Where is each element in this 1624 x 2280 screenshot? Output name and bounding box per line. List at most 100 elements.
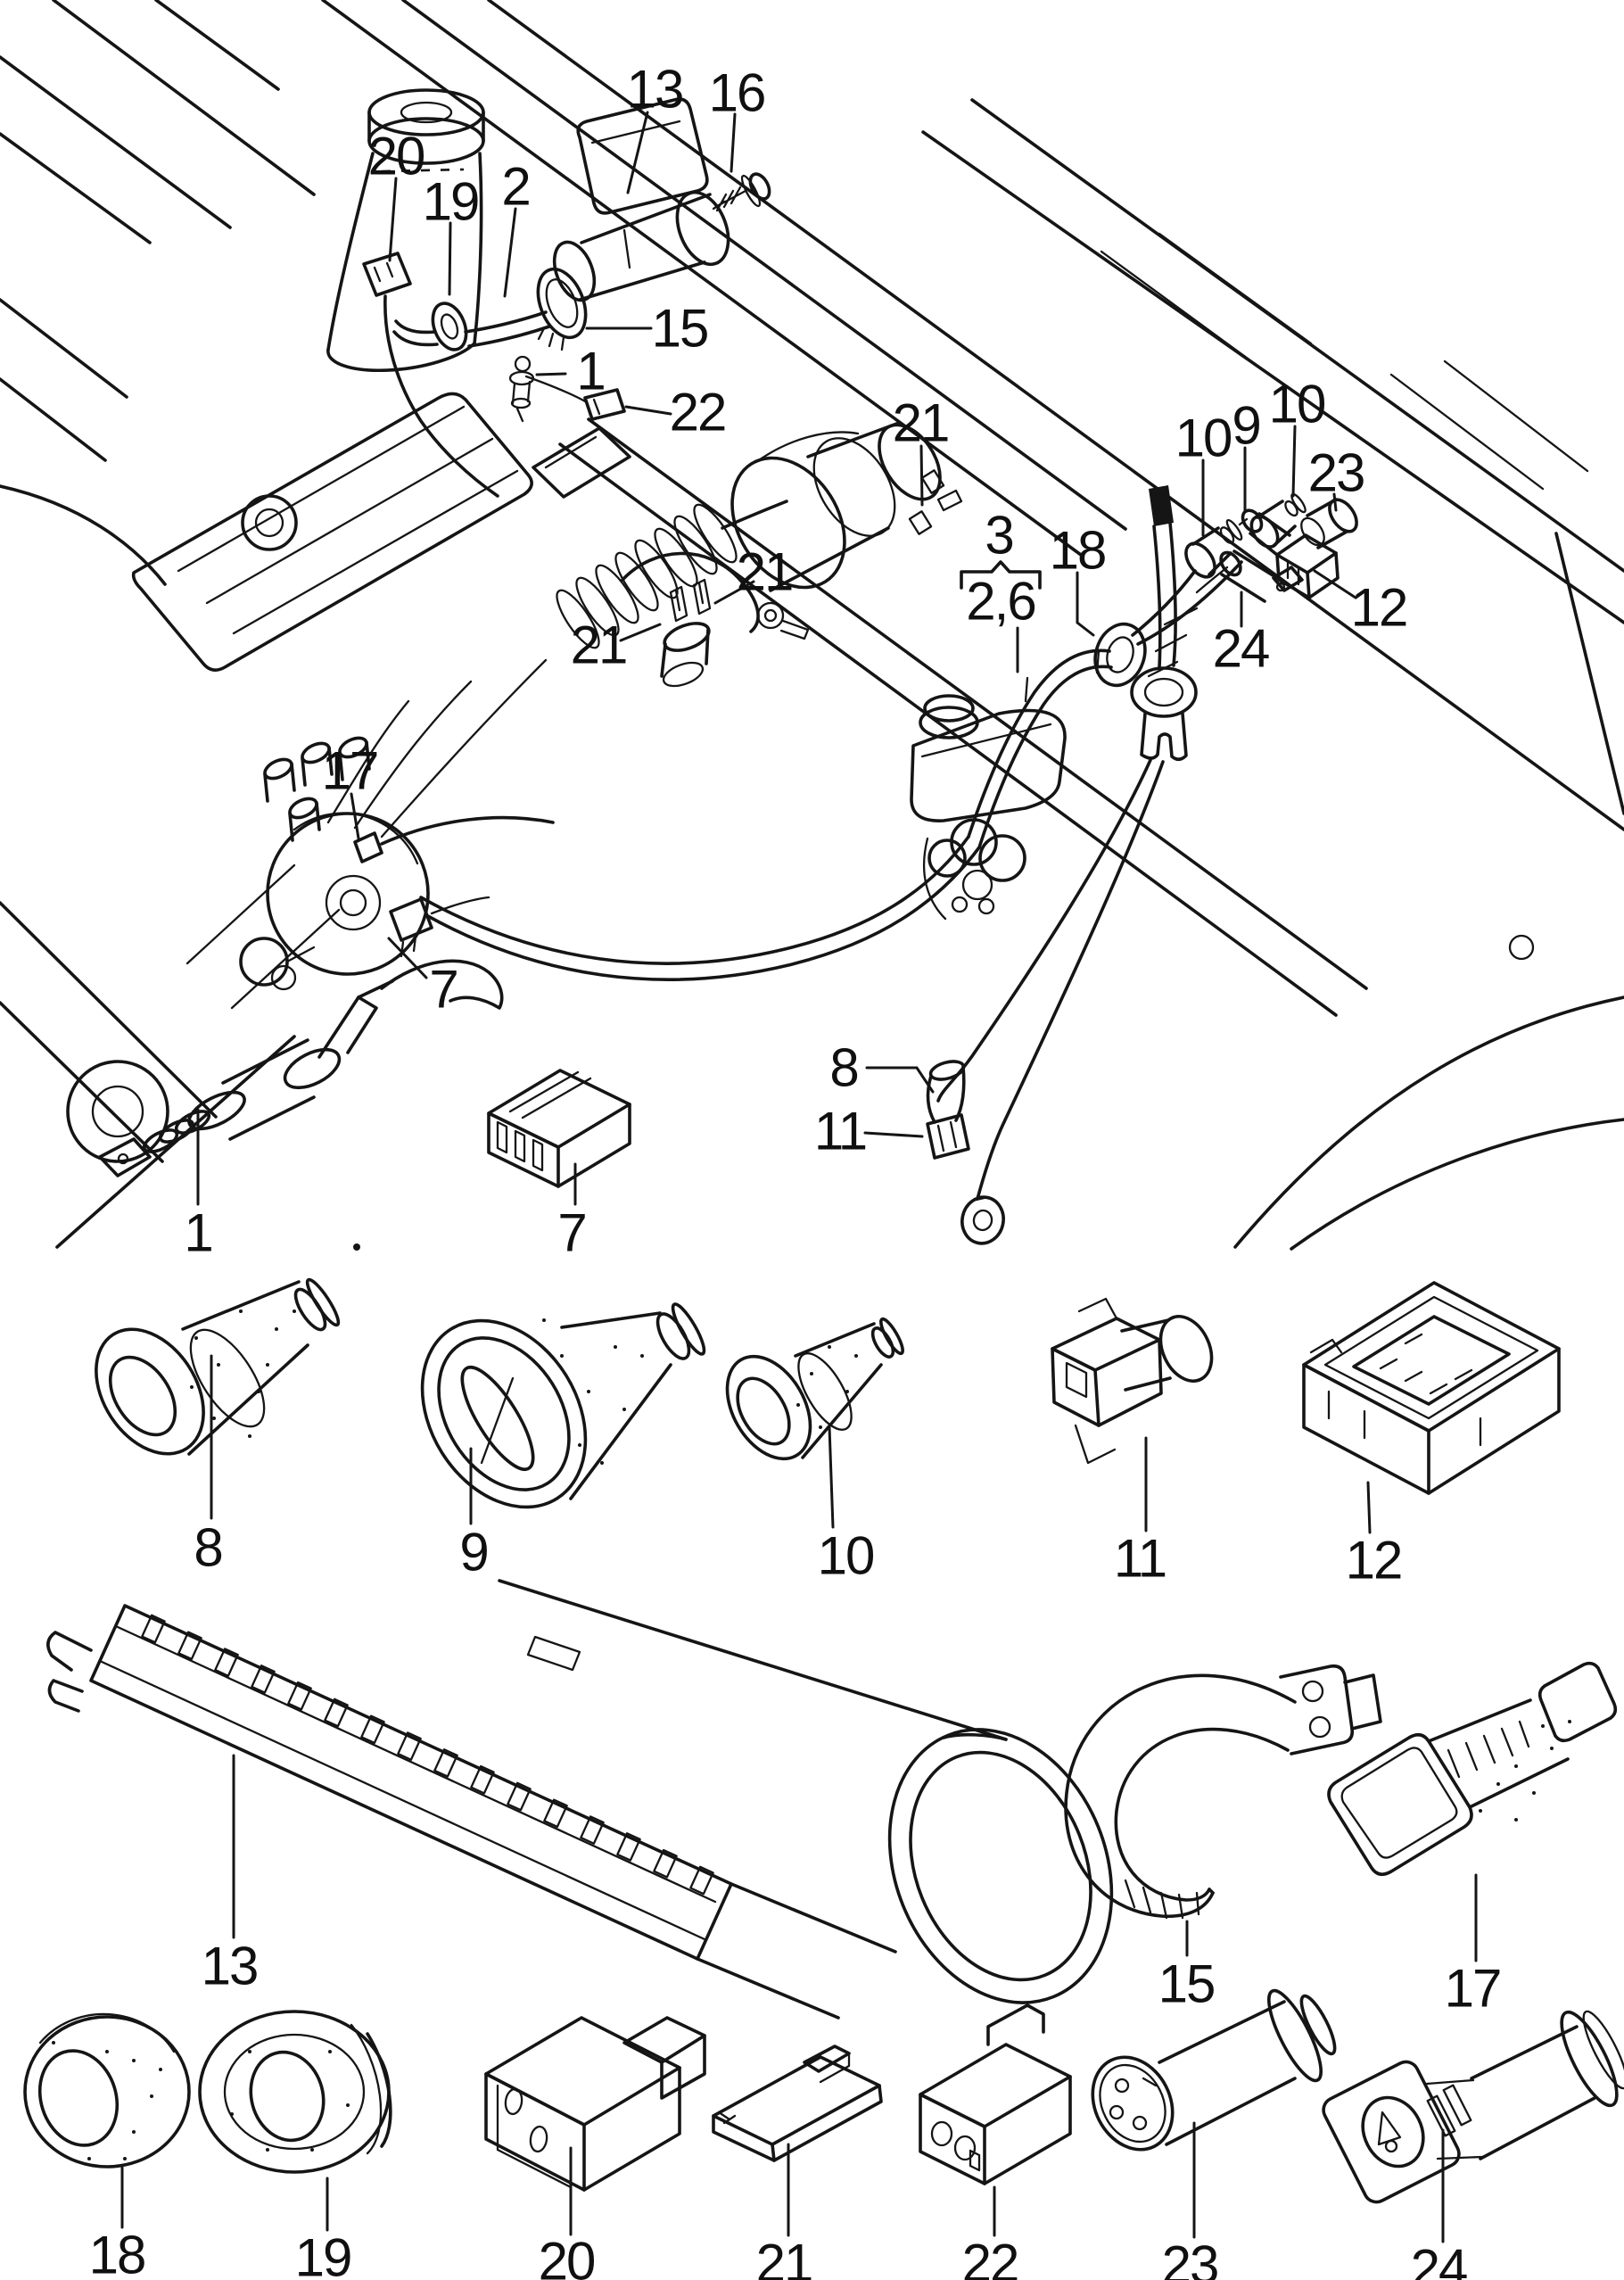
fender-lines: [1233, 934, 1624, 1251]
part-22-two-pole-housing-label: 22: [962, 2234, 1018, 2280]
part-7-connector-housing: [487, 1069, 631, 1188]
part-24-bulb-socket-sleeve: [1322, 2010, 1624, 2204]
part-1-temperature-sensor: [98, 959, 504, 1177]
scene-callout-21-leader: [713, 580, 755, 605]
part-7-flat-connector-housing-label: 7: [557, 1203, 585, 1263]
part-11-round-connector-housing-label: 11: [1114, 1529, 1166, 1589]
scene-callout-10-label: 10: [1175, 409, 1232, 468]
part-19-ribbed-grommet-label: 19: [295, 2228, 351, 2280]
connector-22-scene: [524, 375, 626, 421]
part-21-clip: [712, 2045, 883, 2162]
scene-callout-9-label: 9: [1232, 396, 1259, 456]
part-17-boot: [1327, 1661, 1618, 1876]
ink-speck: [353, 1243, 360, 1251]
sensor-1-scene: [508, 355, 535, 423]
group-bracket: [960, 560, 1042, 590]
scene-callout-16-label: 16: [709, 63, 765, 123]
scene-callout-23-leader: [1332, 492, 1338, 512]
scene-callout-12-label: 12: [1351, 578, 1407, 638]
part-9-oval-rubber-grommet-label: 9: [459, 1523, 487, 1582]
scene-callout-21-leader: [919, 444, 924, 507]
part-10-grommet: [725, 1317, 904, 1461]
part-22-housing: [919, 2003, 1072, 2185]
scene-callout-19-label: 19: [423, 172, 479, 232]
scene-callout-21-label: 21: [893, 393, 949, 453]
scene-callout-12-leader: [1313, 569, 1357, 599]
brake-fluid-reservoir: [910, 694, 1067, 921]
scene-callout-3-label: 3: [985, 506, 1012, 566]
part-12-multi-pin-connector-housing-leader: [1366, 1481, 1372, 1534]
part-15-strap-clamp: [1064, 1664, 1382, 1920]
part-8-conical-rubber-grommet-label: 8: [194, 1518, 221, 1578]
part-10-small-conical-grommet-label: 10: [818, 1526, 874, 1586]
air-intake-hose: [532, 426, 788, 649]
scene-callout-21-leader: [619, 623, 662, 642]
speedometer-sender-assembly: [362, 97, 730, 498]
scene-callout-13-label: 13: [627, 60, 683, 120]
scene-callout-8-label: 8: [829, 1038, 857, 1098]
scene-callout-2-leader: [503, 207, 517, 298]
scene-callout-11-leader: [863, 1131, 924, 1138]
spark-plug-wires: [326, 658, 548, 838]
scene-callout-2-label: 2: [501, 157, 529, 217]
part-20-relay-connector-block-label: 20: [539, 2232, 595, 2280]
engine-bay-scene: [0, 0, 1624, 1251]
scene-callout-17-leader: [350, 792, 360, 840]
scene-callout-16-leader: [730, 112, 737, 173]
part-24-bulb-socket-sleeve-label: 24: [1411, 2239, 1467, 2280]
screw-16-scene: [712, 172, 771, 212]
parts-gallery: [23, 959, 1624, 2204]
scene-callout-1-label: 1: [576, 342, 604, 401]
scene-callout-15-label: 15: [652, 299, 708, 359]
part-12-connector: [1302, 1281, 1561, 1495]
scene-callout-2-6-label: 2,6: [966, 572, 1035, 632]
scene-callout-10-label: 10: [1269, 375, 1325, 434]
scene-callout-1-leader: [535, 372, 567, 376]
part-8-grommet: [95, 1277, 341, 1456]
scene-callout-7-label: 7: [429, 960, 457, 1020]
scene-callout-21-label: 21: [737, 542, 793, 602]
part-12-multi-pin-connector-housing-label: 12: [1346, 1531, 1402, 1590]
scene-callout-18-label: 18: [1050, 521, 1106, 581]
part-18-grommet: [23, 2012, 191, 2168]
part-15-retaining-strap-label: 15: [1158, 1954, 1215, 2014]
scene-callout-23-label: 23: [1308, 443, 1364, 503]
part-20-relay-connector: [484, 2016, 706, 2192]
scene-callout-8-leader: [865, 1066, 935, 1094]
scene-callout-21-label: 21: [571, 615, 627, 675]
part-13-control-unit-connector-housing-label: 13: [202, 1937, 258, 1996]
scene-callout-18-leader: [1076, 571, 1095, 637]
part-18-round-grommet-label: 18: [89, 2226, 145, 2280]
wiring-harness: [419, 485, 1358, 1245]
part-23-connector-sleeve: [1091, 1988, 1337, 2152]
expansion-tank: [326, 88, 485, 373]
part-21-clip-connector-label: 21: [756, 2234, 812, 2280]
part-17-rectangular-boot-label: 17: [1445, 1959, 1501, 2019]
scene-callout-13-leader: [626, 111, 649, 194]
body-panel-lines: [0, 0, 1624, 1017]
part-11-connector: [1051, 1297, 1214, 1465]
ignition-distributor: [239, 736, 555, 991]
scene-callout-22-label: 22: [670, 383, 726, 442]
scene-callout-20-leader: [388, 177, 398, 262]
part-10-small-conical-grommet-leader: [828, 1425, 835, 1529]
part-19-grommet: [198, 2010, 392, 2174]
ignition-coil: [730, 421, 963, 592]
scene-callout-10-leader: [1291, 425, 1297, 498]
part-13-ecu-connector: [46, 1579, 1114, 2020]
scene-callout-7-leader: [387, 937, 428, 979]
engine-block-lines: [0, 863, 341, 1249]
scene-callout-19-leader: [448, 221, 452, 296]
pin-slots: [141, 1614, 714, 1896]
scene-callout-22-leader: [624, 405, 672, 416]
injector-cluster: [621, 551, 810, 688]
part-9-grommet: [420, 1302, 706, 1509]
valve-cover: [131, 392, 533, 672]
scene-callout-11-label: 11: [814, 1102, 866, 1161]
scene-callout-20-label: 20: [368, 127, 425, 186]
part-1-coolant-temperature-sensor-label: 1: [184, 1203, 211, 1263]
scene-callout-17-label: 17: [322, 741, 378, 801]
part-23-cylindrical-connector-sleeve-label: 23: [1162, 2235, 1218, 2280]
